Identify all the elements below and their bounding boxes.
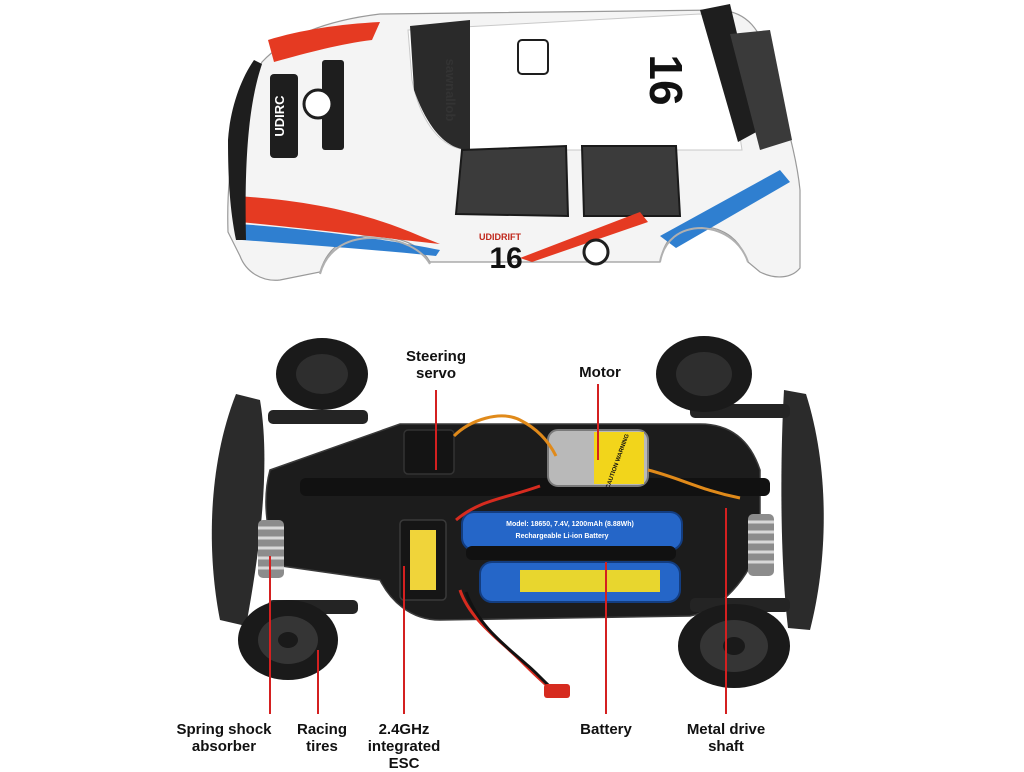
battery-strap: [466, 546, 676, 560]
motor-wire-red: [455, 484, 541, 522]
livery-side-red: [520, 212, 648, 262]
callout-motor: Motor: [579, 364, 621, 381]
callout-lines: [269, 384, 727, 714]
rear-wheel-arch: [659, 226, 749, 263]
brand-text: UDIRC: [272, 95, 287, 137]
steering-servo: [403, 429, 455, 475]
rear-bottom-tire: [678, 604, 790, 688]
front-bumper: [228, 60, 262, 240]
callout-battery: Battery: [580, 721, 632, 738]
battery-wire-black: [464, 591, 557, 694]
rear-shock-absorber: [748, 514, 774, 576]
rear-bumper-plate: [781, 390, 824, 630]
servo-wires: [452, 414, 558, 457]
livery-red-front: [268, 22, 380, 62]
rear-top-tire: [656, 336, 752, 412]
brand-plate: [270, 74, 298, 158]
front-shock-absorber: [258, 520, 284, 578]
battery-pack: Model: 18650, 7.4V, 1200mAh (8.88Wh) Rec…: [461, 511, 683, 603]
livery-red-stripe: [236, 196, 440, 244]
roof-race-number: 16: [640, 54, 692, 105]
rear-window: [730, 30, 792, 150]
callout-metal-drive-shaft: Metal drive shaft: [686, 721, 766, 755]
hood-logo-icon: [302, 88, 334, 120]
rear-spoiler: [700, 4, 760, 142]
battery-spec-text: Model: 18650, 7.4V, 1200mAh (8.88Wh): [506, 521, 634, 528]
windshield: [410, 20, 470, 150]
front-wheel-arch: [319, 236, 431, 275]
callout-esc: 2.4GHz integrated ESC: [367, 721, 441, 772]
front-suspension-arm: [268, 410, 368, 424]
rear-wire-orange: [647, 468, 741, 500]
door-logo-icon: [582, 238, 610, 266]
esc-board-label: [410, 530, 436, 590]
battery-type-text: Rechargeable Li-ion Battery: [516, 533, 609, 540]
door-race-number: 16: [489, 242, 522, 275]
side-window-front: [454, 144, 570, 218]
door-sponsor-decal: UDIDRIFT: [479, 232, 521, 242]
callout-steering-servo: Steering servo: [405, 348, 466, 382]
front-top-tire: [276, 338, 368, 410]
side-window-rear: [580, 145, 682, 217]
livery-blue-stripe: [240, 224, 440, 256]
roof-logo-icon: [517, 39, 549, 75]
car-chassis: CAUTION WARNING Model: 18650, 7.4V, 1200…: [211, 336, 824, 698]
callout-spring-shock-absorber: Spring shock absorber: [176, 721, 272, 755]
car-body-shell: UDIRC 16 16 sawnallob UDIDRIFT: [227, 4, 801, 281]
roof-sponsor-text: sawnallob: [443, 59, 458, 122]
battery-connector: [544, 684, 570, 698]
front-bumper-plate: [211, 394, 265, 626]
callout-racing-tires: Racing tires: [296, 721, 347, 755]
front-bottom-tire: [238, 600, 338, 680]
